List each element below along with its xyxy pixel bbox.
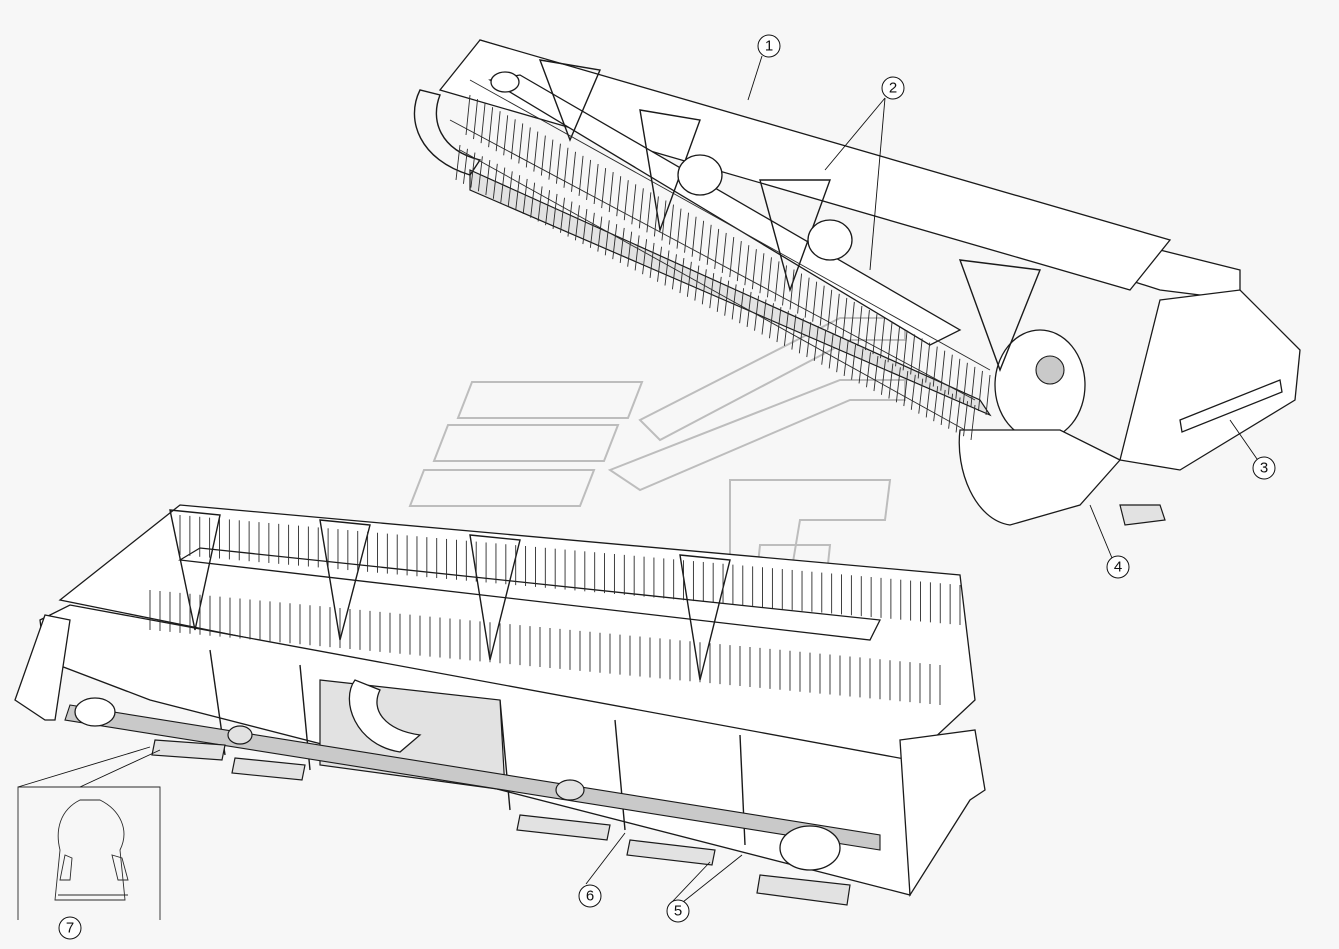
callout-3: 3 <box>1252 456 1276 480</box>
callout-2-label: 2 <box>889 80 897 97</box>
callout-4-label: 4 <box>1114 559 1122 576</box>
callout-1: 1 <box>757 34 781 58</box>
callout-5-label: 5 <box>674 903 682 920</box>
stripes-logo-watermark-icon <box>408 317 906 641</box>
callout-6-label: 6 <box>586 888 594 905</box>
callout-4: 4 <box>1106 555 1130 579</box>
upper-header-assembly <box>413 39 1301 526</box>
callout-1-label: 1 <box>765 38 773 55</box>
callout-3-label: 3 <box>1260 460 1268 477</box>
callout-6: 6 <box>578 884 602 908</box>
callout-2: 2 <box>881 76 905 100</box>
callout-5: 5 <box>666 899 690 923</box>
lower-header-assembly <box>14 504 986 906</box>
detail-inset-frame <box>17 786 161 920</box>
callout-7: 7 <box>58 916 82 940</box>
callout-7-label: 7 <box>66 920 74 937</box>
leader-lines <box>17 55 1258 903</box>
